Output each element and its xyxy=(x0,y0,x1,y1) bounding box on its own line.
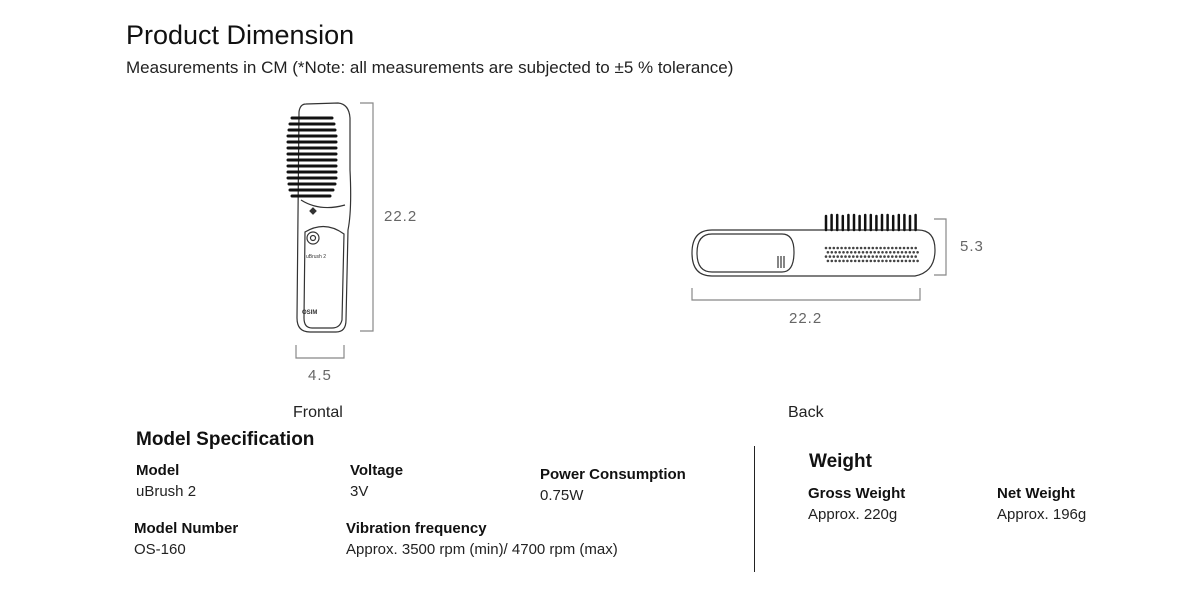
section-divider xyxy=(754,446,755,572)
model-label: Model xyxy=(136,462,180,479)
frontal-width-dimension: 4.5 xyxy=(308,367,332,384)
power-consumption-value: 0.75W xyxy=(540,487,584,504)
device-label: uBrush 2 xyxy=(306,254,326,260)
page-subtitle: Measurements in CM (*Note: all measureme… xyxy=(126,58,734,77)
gross-weight-label: Gross Weight xyxy=(808,485,906,502)
model-specification-heading: Model Specification xyxy=(136,429,315,450)
page-title: Product Dimension xyxy=(126,20,355,50)
voltage-label: Voltage xyxy=(350,462,404,479)
vibration-frequency-value: Approx. 3500 rpm (min)/ 4700 rpm (max) xyxy=(346,541,618,558)
gross-weight-value: Approx. 220g xyxy=(808,506,898,523)
model-number-label: Model Number xyxy=(134,520,239,537)
frontal-view-label: Frontal xyxy=(293,404,343,421)
back-height-dimension: 5.3 xyxy=(960,238,984,255)
brand-logo: OSIM xyxy=(302,310,317,316)
back-view-label: Back xyxy=(788,404,824,421)
net-weight-label: Net Weight xyxy=(997,485,1076,502)
voltage-value: 3V xyxy=(350,483,369,500)
vibration-frequency-label: Vibration frequency xyxy=(346,520,487,537)
frontal-height-dimension: 22.2 xyxy=(384,208,418,225)
back-length-dimension: 22.2 xyxy=(789,310,823,327)
model-value: uBrush 2 xyxy=(136,483,197,500)
net-weight-value: Approx. 196g xyxy=(997,506,1087,523)
model-number-value: OS-160 xyxy=(134,541,186,558)
weight-heading: Weight xyxy=(809,451,872,472)
power-consumption-label: Power Consumption xyxy=(540,466,686,483)
